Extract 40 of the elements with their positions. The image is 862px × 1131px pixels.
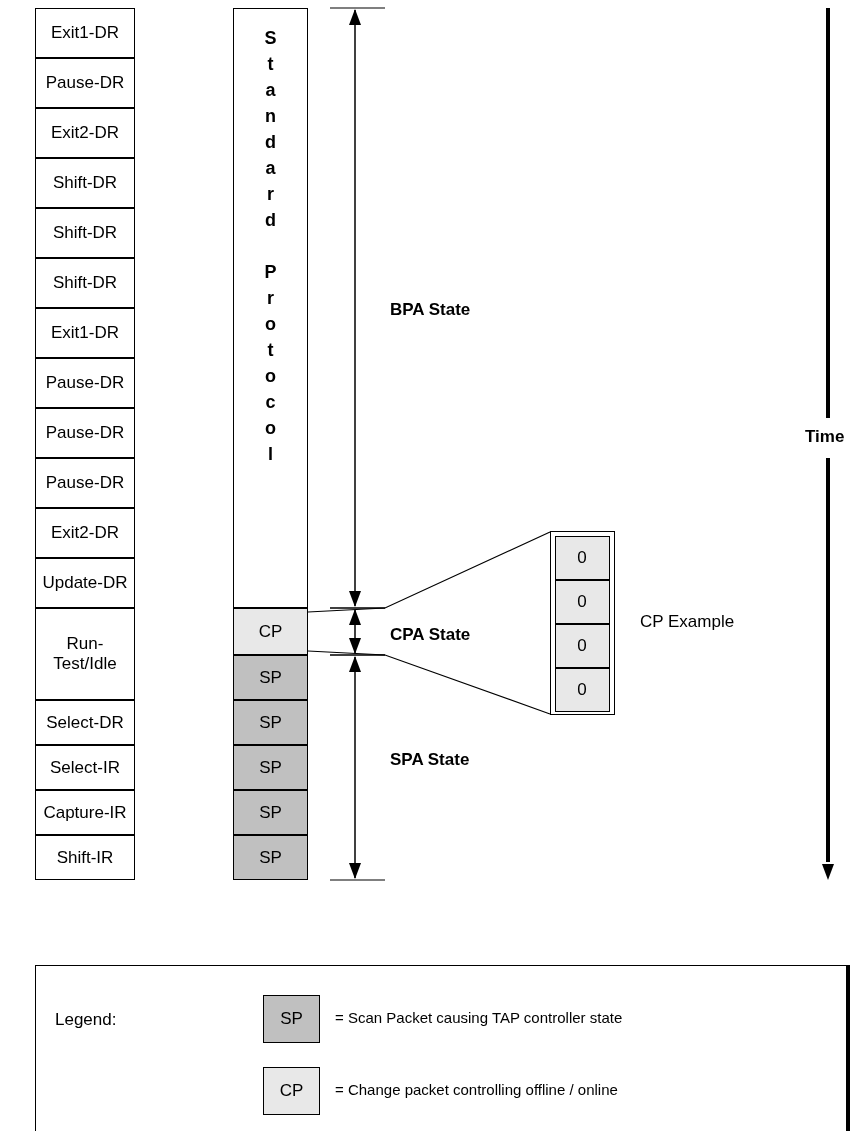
callout-lines (307, 531, 551, 715)
state-cell: Pause-DR (35, 358, 135, 408)
axis-label: Time (805, 427, 845, 447)
bit-cell: 0 (554, 535, 610, 580)
legend-title: Legend: (55, 1010, 117, 1030)
state-cell: Select-DR (35, 700, 135, 745)
packet-cell: SP (233, 745, 308, 790)
state-cell: Capture-IR (35, 790, 135, 835)
state-cell: Exit2-DR (35, 508, 135, 558)
state-cell: Exit1-DR (35, 308, 135, 358)
state-cell: Exit1-DR (35, 8, 135, 58)
bit-cell: 0 (554, 623, 610, 668)
legend-swatch: SP (263, 995, 320, 1043)
state-cell: Shift-DR (35, 258, 135, 308)
state-cell: Pause-DR (35, 458, 135, 508)
packet-cell: SP (233, 700, 308, 745)
legend-text: = Change packet controlling offline / online (335, 1081, 618, 1098)
state-cell: Exit2-DR (35, 108, 135, 158)
state-cell: Shift-DR (35, 208, 135, 258)
node-caption: CP Example (640, 612, 735, 632)
state-cell: Pause-DR (35, 408, 135, 458)
protocol-column: Standard Protocol (233, 8, 308, 608)
legend-text: = Scan Packet causing TAP controller state (335, 1009, 623, 1026)
state-label: BPA State (390, 300, 471, 320)
state-label: CPA State (390, 625, 471, 645)
state-cell: Shift-IR (35, 835, 135, 880)
state-cell: Pause-DR (35, 58, 135, 108)
packet-cell: CP (233, 608, 308, 655)
bit-cell: 0 (554, 579, 610, 624)
state-cell: Shift-DR (35, 158, 135, 208)
state-cell: Update-DR (35, 558, 135, 608)
packet-cell: SP (233, 835, 308, 880)
legend-swatch: CP (263, 1067, 320, 1115)
packet-stack (550, 531, 615, 715)
bit-cell: 0 (554, 667, 610, 712)
packet-cell: SP (233, 655, 308, 700)
state-label: SPA State (390, 750, 470, 770)
state-cell: Select-IR (35, 745, 135, 790)
packet-cell: SP (233, 790, 308, 835)
state-cell: Run-Test/Idle (35, 608, 135, 700)
